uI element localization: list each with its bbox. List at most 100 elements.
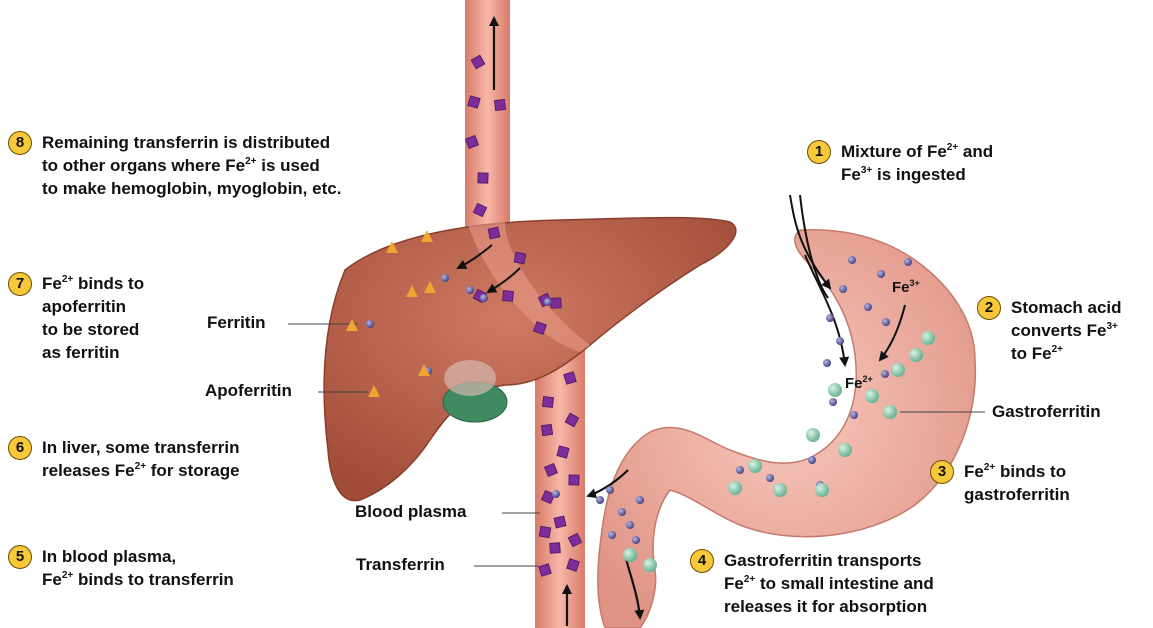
step-caption: Remaining transferrin is distributed to o… — [42, 131, 341, 200]
transferrin-cube — [551, 298, 562, 309]
caption-text: is used — [257, 156, 320, 175]
gastroferritin-sphere — [748, 459, 762, 473]
gastroferritin-sphere — [643, 558, 657, 572]
caption-text: and — [958, 142, 993, 161]
iron-ion — [881, 370, 889, 378]
iron-ion — [596, 496, 604, 504]
iron-ion — [882, 318, 890, 326]
caption-text: apoferritin — [42, 297, 126, 316]
transferrin-cube — [554, 516, 566, 528]
caption-line: apoferritin — [42, 295, 144, 318]
caption-text: Gastroferritin transports — [724, 551, 921, 570]
gastroferritin-sphere — [728, 481, 742, 495]
caption-line: Gastroferritin transports — [724, 549, 934, 572]
caption-line: Fe2+ binds to — [42, 272, 144, 295]
caption-text: Fe — [42, 274, 62, 293]
step-number-badge: 6 — [8, 436, 32, 460]
caption-text: In blood plasma, — [42, 547, 176, 566]
caption-text: Remaining transferrin is distributed — [42, 133, 330, 152]
caption-text: binds to transferrin — [73, 570, 234, 589]
caption-text: 3+ — [861, 165, 872, 176]
step-number-badge: 5 — [8, 545, 32, 569]
step-caption: In liver, some transferrin releases Fe2+ … — [42, 436, 240, 482]
gastroferritin-sphere — [865, 389, 879, 403]
transferrin-cube — [539, 526, 551, 538]
iron-ion — [632, 536, 640, 544]
caption-text: Stomach acid — [1011, 298, 1122, 317]
gastroferritin-sphere — [838, 443, 852, 457]
caption-line: to be stored — [42, 318, 144, 341]
iron-ion — [606, 486, 614, 494]
caption-line: Stomach acid — [1011, 296, 1122, 319]
transferrin-cube — [503, 291, 514, 302]
caption-text: for storage — [146, 461, 240, 480]
iron-ion — [829, 398, 837, 406]
caption-line: Fe2+ to small intestine and — [724, 572, 934, 595]
iron-ion — [877, 270, 885, 278]
caption-line: releases Fe2+ for storage — [42, 459, 240, 482]
caption-line: to make hemoglobin, myoglobin, etc. — [42, 177, 341, 200]
ferritin-label: Ferritin — [207, 313, 266, 333]
caption-line: Mixture of Fe2+ and — [841, 140, 993, 163]
caption-text: 2+ — [984, 462, 995, 473]
apoferritin-label: Apoferritin — [205, 381, 292, 401]
transferrin-cube — [569, 475, 579, 485]
iron-ion — [544, 298, 552, 306]
caption-text: as ferritin — [42, 343, 119, 362]
iron-ion — [608, 531, 616, 539]
caption-text: converts Fe — [1011, 321, 1106, 340]
caption-line: to other organs where Fe2+ is used — [42, 154, 341, 177]
caption-text: 2+ — [62, 274, 73, 285]
iron-ion — [366, 320, 374, 328]
caption-line: gastroferritin — [964, 483, 1070, 506]
caption-text: binds to — [73, 274, 144, 293]
iron-ion — [904, 258, 912, 266]
caption-text: In liver, some transferrin — [42, 438, 239, 457]
gastroferritin-sphere — [623, 548, 637, 562]
gastroferritin-sphere — [828, 383, 842, 397]
caption-text: is ingested — [872, 165, 966, 184]
caption-text: 2+ — [744, 574, 755, 585]
caption-text: to other organs where Fe — [42, 156, 245, 175]
iron-ion — [864, 303, 872, 311]
step-caption: Mixture of Fe2+ andFe3+ is ingested — [841, 140, 993, 186]
transferrin-cube — [557, 446, 569, 458]
caption-text: 2+ — [1052, 344, 1063, 355]
iron-ion — [441, 274, 449, 282]
transferrin-cube — [468, 96, 480, 108]
step-number-badge: 8 — [8, 131, 32, 155]
transferrin-cube — [543, 397, 554, 408]
gastroferritin-sphere — [891, 363, 905, 377]
iron-ion — [736, 466, 744, 474]
caption-text: Mixture of Fe — [841, 142, 947, 161]
caption-text: releases it for absorption — [724, 597, 927, 616]
caption-text: to small intestine and — [755, 574, 934, 593]
step-number-badge: 3 — [930, 460, 954, 484]
caption-text: 2+ — [62, 570, 73, 581]
transferrin-label: Transferrin — [356, 555, 445, 575]
step-caption: Stomach acidconverts Fe3+to Fe2+ — [1011, 296, 1122, 365]
step-number-badge: 4 — [690, 549, 714, 573]
caption-line: Remaining transferrin is distributed — [42, 131, 341, 154]
caption-text: Fe — [42, 570, 62, 589]
caption-line: Fe3+ is ingested — [841, 163, 993, 186]
iron-ion — [836, 337, 844, 345]
gastroferritin-sphere — [909, 348, 923, 362]
iron-ion — [826, 314, 834, 322]
transferrin-cube — [514, 252, 526, 264]
step-number-badge: 2 — [977, 296, 1001, 320]
caption-text: Fe — [841, 165, 861, 184]
caption-line: to Fe2+ — [1011, 342, 1122, 365]
lower-blood-vessel — [535, 345, 585, 628]
caption-text: to be stored — [42, 320, 139, 339]
transferrin-cube — [494, 99, 505, 110]
gallbladder-shadow — [444, 360, 496, 396]
step-caption: Fe2+ binds to apoferritin to be stored as f… — [42, 272, 144, 364]
gastroferritin-sphere — [806, 428, 820, 442]
caption-line: In liver, some transferrin — [42, 436, 240, 459]
iron-ion — [626, 521, 634, 529]
iron-ion — [823, 359, 831, 367]
caption-text: to Fe — [1011, 344, 1052, 363]
